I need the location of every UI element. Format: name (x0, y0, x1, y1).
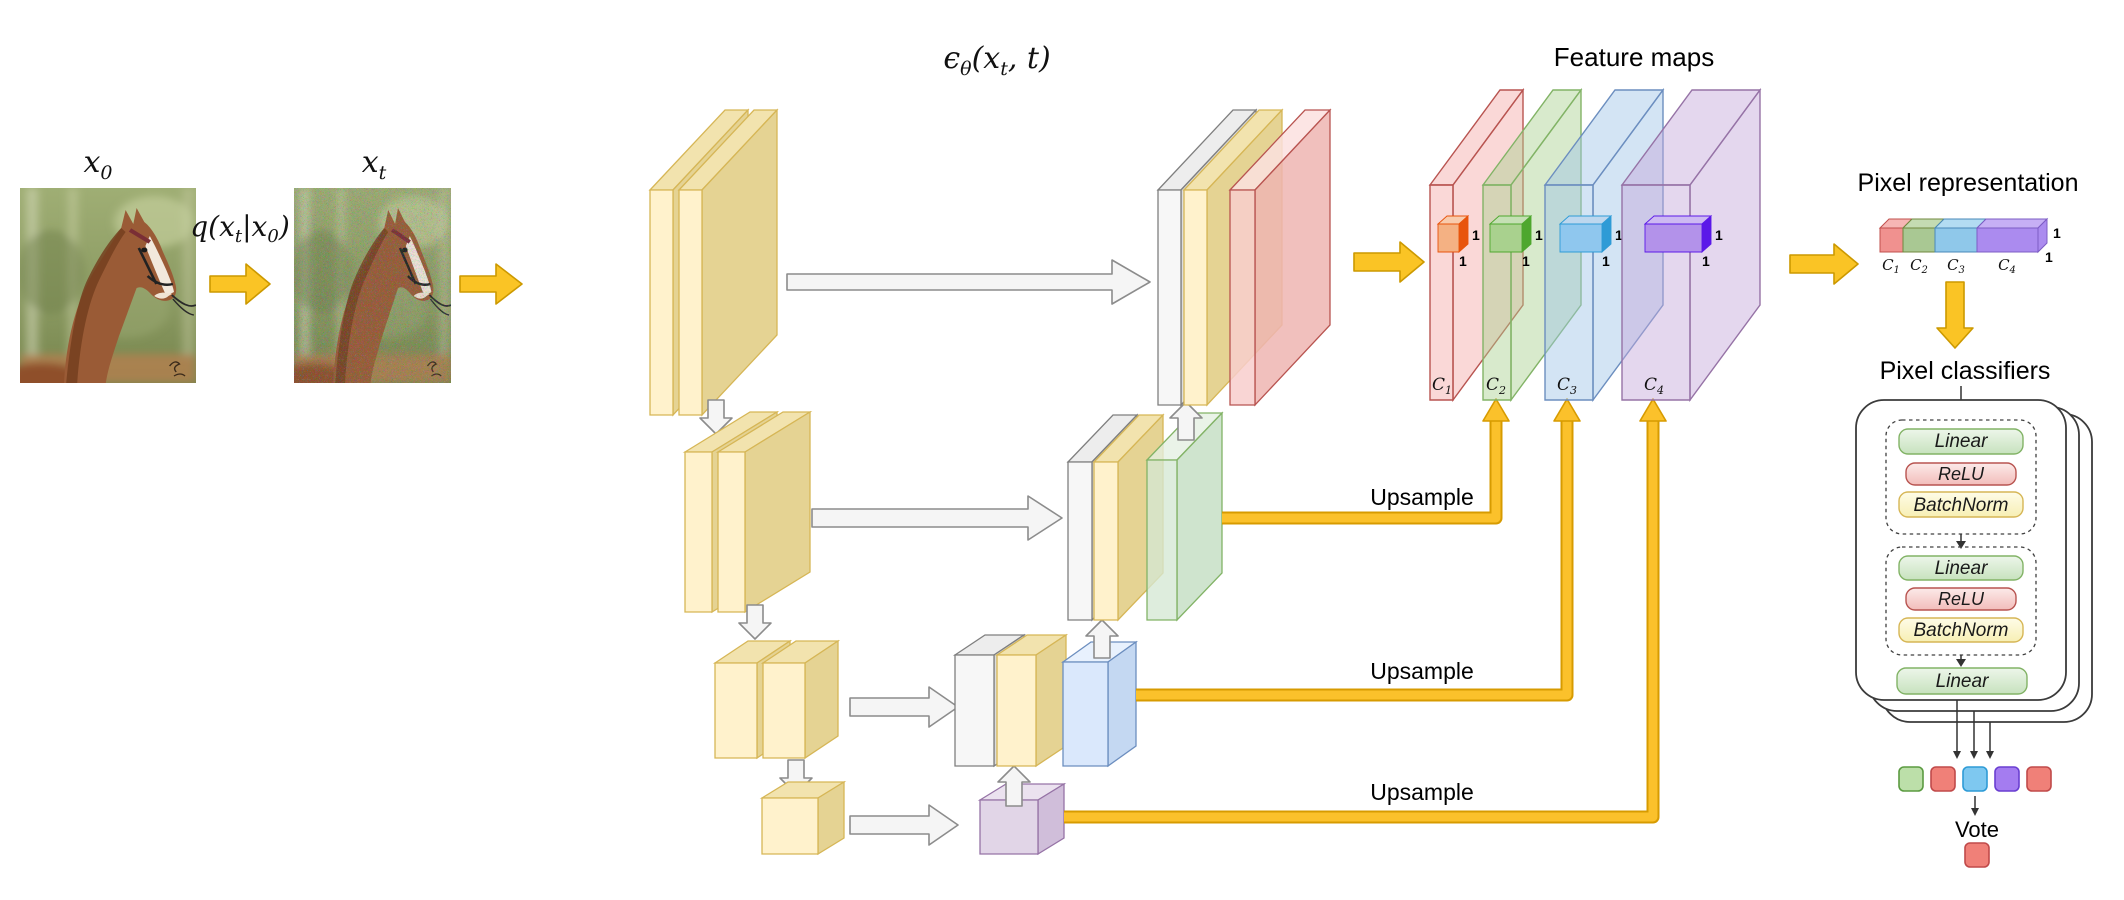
encoder-level-2 (682, 410, 813, 614)
feature-cube-c3 (1558, 214, 1613, 254)
forward-diffusion-arrow (209, 263, 271, 305)
downsample-arrow-1 (699, 399, 733, 435)
skip-arrow-level-4 (849, 804, 959, 846)
dim-1: 1 (1459, 253, 1467, 269)
group1-to-group2-arrowhead (1956, 541, 1966, 549)
upsample-label-3: Upsample (1370, 779, 1474, 805)
vote-square-blue (1962, 766, 1988, 792)
dim-1: 1 (1715, 227, 1723, 243)
feature-plane-c2-label: C2 (1486, 375, 1506, 397)
feature-plane-c3: 1 1 C3 (1543, 87, 1665, 403)
relu-pill-1 (1905, 462, 2017, 486)
dim-1: 1 (1522, 253, 1530, 269)
feature-plane-c2: 1 1 C2 (1481, 87, 1583, 403)
vote-result-square (1964, 842, 1990, 868)
vote-square-green (1898, 766, 1924, 792)
encoder-level-4 (759, 780, 847, 856)
classifier-output-arrows (1953, 700, 1994, 759)
group2-to-final-arrowhead (1956, 659, 1966, 667)
linear-label-2: Linear (1935, 558, 1988, 579)
upsample-arrow-c4 (1064, 398, 1667, 824)
pixel-classifiers-title: Pixel classifiers (1880, 357, 2051, 385)
vote-label: Vote (1955, 817, 1999, 842)
bar-c1-label: C1 (1882, 256, 1900, 276)
linear-pill-final (1896, 667, 2028, 695)
feature-cube-c2 (1488, 214, 1533, 254)
label-xt: xt (362, 145, 387, 184)
vote-square-red-2 (2026, 766, 2052, 792)
unet-to-features-arrow (1353, 241, 1425, 283)
classifier-card-stack: Linear ReLU BatchNorm Linear ReLU BatchN… (1855, 399, 2093, 723)
upsample-label-1: Upsample (1370, 484, 1474, 510)
batchnorm-pill-1 (1898, 491, 2024, 518)
dim-1: 1 (1615, 227, 1623, 243)
pixel-to-classifiers-arrow (1936, 281, 1974, 349)
decoder-level-3 (952, 633, 1139, 768)
decoder-level-4 (977, 782, 1067, 856)
linear-pill-2 (1898, 555, 2024, 581)
linear-label-1: Linear (1935, 431, 1988, 452)
input-image-x0 (0, 188, 196, 399)
feature-plane-c4: 1 1 C4 (1620, 87, 1762, 403)
upsample-arrow-c3 (1136, 398, 1581, 702)
dim-1: 1 (2053, 225, 2061, 241)
decoder-up-arrow-3-2 (1085, 619, 1119, 659)
label-x0: x0 (83, 145, 112, 184)
feature-plane-c3-label: C3 (1557, 375, 1577, 397)
upsample-arrow-c2 (1222, 398, 1510, 525)
decoder-level-1 (1156, 108, 1332, 407)
relu-pill-2 (1905, 587, 2017, 611)
decoder-up-arrow-4-3 (997, 765, 1031, 807)
feature-plane-c4-label: C4 (1644, 375, 1664, 397)
decoder-level-2 (1066, 411, 1224, 622)
skip-arrow-level-3 (849, 686, 959, 728)
dim-1: 1 (2045, 249, 2053, 265)
input-image-xt-noisy (294, 188, 451, 383)
dim-1: 1 (1472, 227, 1480, 243)
decoder-up-arrow-2-1 (1169, 401, 1203, 441)
downsample-arrow-2 (738, 604, 772, 640)
batchnorm-pill-2 (1898, 617, 2024, 643)
dim-1: 1 (1535, 227, 1543, 243)
encoder-level-3 (712, 639, 841, 760)
vote-square-purple (1994, 766, 2020, 792)
relu-label-2: ReLU (1938, 589, 1985, 609)
dim-1: 1 (1602, 253, 1610, 269)
batchnorm-label-2: BatchNorm (1913, 620, 2008, 641)
linear-pill-1 (1898, 428, 2024, 455)
skip-arrow-level-1 (786, 259, 1151, 305)
upsample-label-2: Upsample (1370, 658, 1474, 684)
relu-label-1: ReLU (1938, 464, 1985, 484)
bar-c2-label: C2 (1910, 256, 1928, 276)
pixel-representation-title: Pixel representation (1858, 169, 2079, 197)
feature-plane-c1-label: C1 (1432, 375, 1452, 397)
vote-squares-row (1898, 766, 2052, 792)
squares-to-vote-arrowhead (1971, 808, 1979, 816)
feature-cube-c4 (1643, 214, 1713, 254)
label-q-xt-x0: q(xt|x0) (190, 210, 290, 247)
pixel-representation-bar: 1 1 C1 C2 C3 C4 (1878, 217, 2061, 276)
feature-plane-c1: 1 1 C1 (1428, 87, 1525, 403)
batchnorm-label-1: BatchNorm (1913, 495, 2008, 516)
encoder-level-1 (648, 108, 779, 417)
xt-to-unet-arrow (459, 263, 523, 305)
linear-label-final: Linear (1936, 671, 1989, 692)
feature-maps-title: Feature maps (1554, 42, 1714, 72)
feature-cube-c1 (1436, 214, 1470, 254)
features-to-pixel-arrow (1789, 243, 1859, 285)
skip-arrow-level-2 (811, 495, 1063, 541)
label-eps-theta: ϵθ(xt, t) (943, 41, 1050, 80)
vote-square-red-1 (1930, 766, 1956, 792)
bar-c4-label: C4 (1998, 256, 2016, 276)
bar-c3-label: C3 (1947, 256, 1965, 276)
dim-1: 1 (1702, 253, 1710, 269)
